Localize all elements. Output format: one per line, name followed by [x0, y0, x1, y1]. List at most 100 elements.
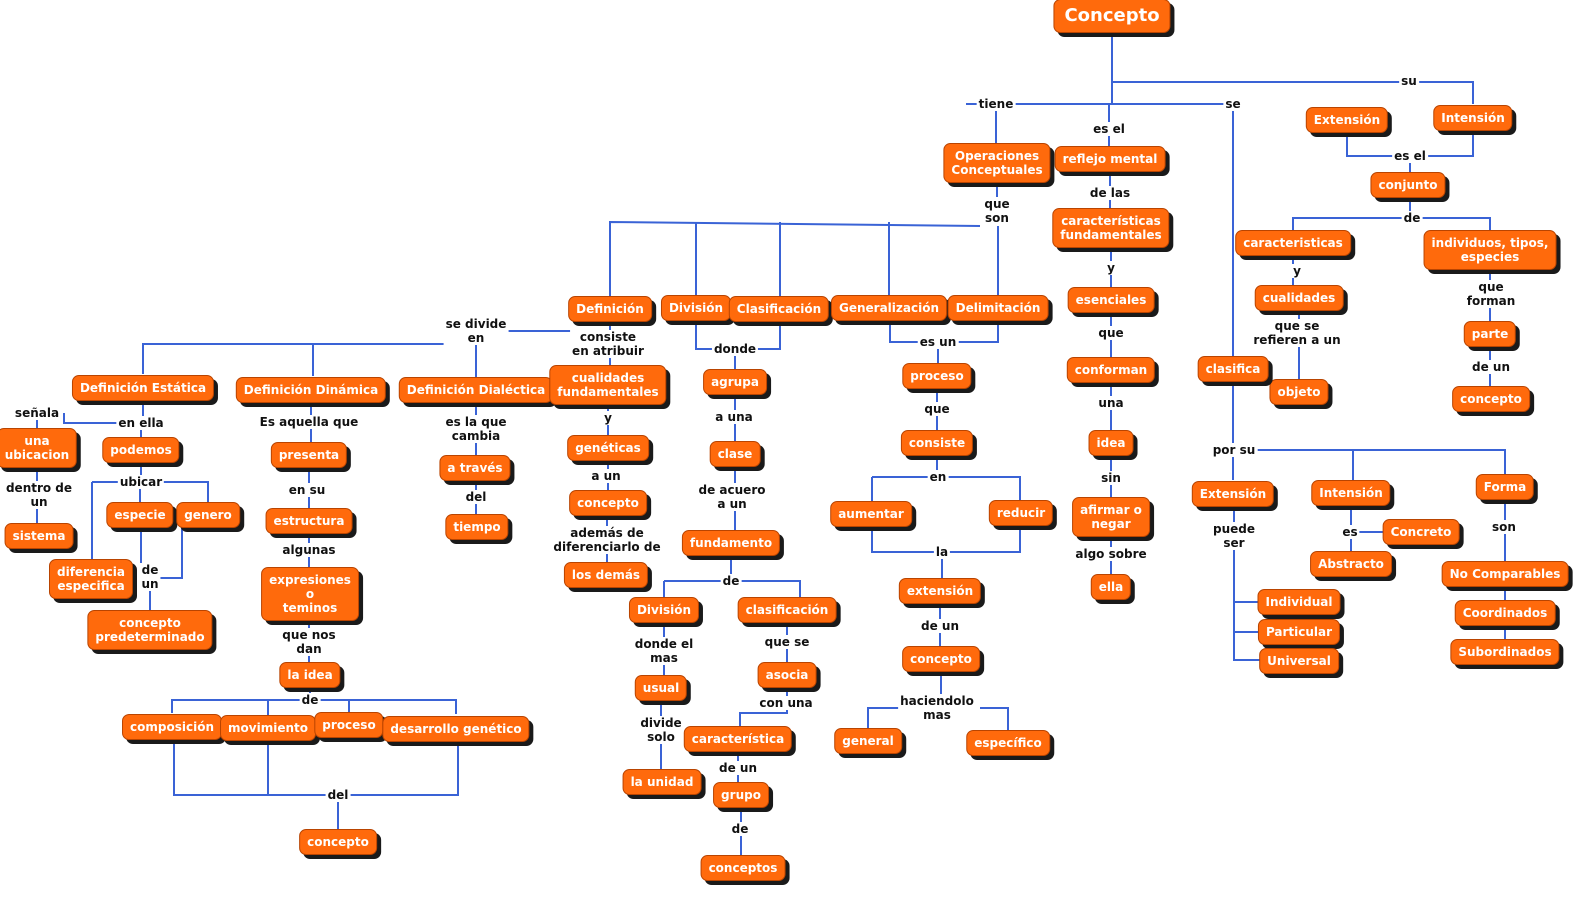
label-es-intension: es	[1340, 525, 1360, 539]
node-universal[interactable]: Universal	[1259, 648, 1339, 674]
node-conjunto[interactable]: conjunto	[1370, 172, 1446, 198]
node-subordinados[interactable]: Subordinados	[1450, 639, 1560, 665]
label-del-tiempo: del	[463, 490, 489, 504]
node-estructura[interactable]: estructura	[265, 508, 353, 534]
node-proceso-dinamica[interactable]: proceso	[314, 712, 384, 738]
node-usual[interactable]: usual	[634, 675, 688, 701]
node-geneticas[interactable]: genéticas	[567, 435, 649, 461]
node-division[interactable]: División	[660, 295, 732, 321]
label-de-un-generalizacion: de un	[919, 619, 961, 633]
node-extension-clasifica[interactable]: Extensión	[1191, 481, 1275, 507]
node-definicion[interactable]: Definición	[568, 296, 652, 322]
node-concepto-parte[interactable]: concepto	[1452, 386, 1530, 412]
label-donde: donde	[711, 342, 759, 356]
node-clase[interactable]: clase	[709, 441, 761, 467]
node-particular[interactable]: Particular	[1257, 619, 1341, 645]
node-intension-top[interactable]: Intensión	[1433, 105, 1513, 131]
label-de-grupo: de	[729, 822, 751, 836]
node-coordinados[interactable]: Coordinados	[1454, 600, 1556, 626]
node-la-idea[interactable]: la idea	[279, 662, 341, 688]
node-caracteristica[interactable]: característica	[683, 726, 793, 752]
node-consiste[interactable]: consiste	[900, 430, 974, 456]
node-cualidades[interactable]: cualidades	[1254, 285, 1344, 311]
node-parte[interactable]: parte	[1463, 321, 1517, 347]
node-definicion-estatica[interactable]: Definición Estática	[71, 375, 215, 401]
label-de-conjunto: de	[1401, 211, 1423, 225]
node-movimiento[interactable]: movimiento	[220, 715, 316, 741]
node-extension-generalizacion[interactable]: extensión	[898, 578, 982, 604]
node-individuos-tipos-especies[interactable]: individuos, tipos,especies	[1423, 230, 1557, 270]
node-idea[interactable]: idea	[1088, 430, 1134, 456]
node-objeto[interactable]: objeto	[1269, 379, 1329, 405]
node-agrupa[interactable]: agrupa	[703, 369, 767, 395]
node-concepto-root[interactable]: Concepto	[1053, 0, 1171, 33]
node-concepto-del[interactable]: concepto	[299, 829, 377, 855]
node-no-comparables[interactable]: No Comparables	[1441, 561, 1569, 587]
node-reflejo-mental[interactable]: reflejo mental	[1054, 146, 1166, 172]
label-con-una: con una	[757, 696, 815, 710]
node-general[interactable]: general	[834, 728, 902, 754]
node-esenciales[interactable]: esenciales	[1067, 287, 1155, 313]
node-delimitacion[interactable]: Delimitación	[947, 295, 1049, 321]
node-especie[interactable]: especie	[106, 502, 174, 528]
node-los-demas[interactable]: los demás	[563, 562, 649, 588]
connector-line	[664, 580, 801, 597]
node-proceso-generalizacion[interactable]: proceso	[902, 363, 972, 389]
connector-line	[867, 707, 900, 728]
node-ella[interactable]: ella	[1090, 574, 1132, 600]
node-genero[interactable]: genero	[176, 502, 240, 528]
node-definicion-dinamica[interactable]: Definición Dinámica	[235, 377, 387, 403]
node-clasificacion-2[interactable]: clasificación	[737, 597, 837, 623]
node-reducir[interactable]: reducir	[988, 500, 1054, 526]
node-especifico[interactable]: específico	[966, 730, 1050, 756]
node-fundamento[interactable]: fundamento	[681, 530, 781, 556]
connector-line	[63, 402, 144, 424]
node-concepto-definicion[interactable]: concepto	[569, 490, 647, 516]
node-definicion-dialectica[interactable]: Definición Dialéctica	[398, 377, 554, 403]
node-caracteristicas[interactable]: caracteristicas	[1235, 230, 1351, 256]
node-intension-clasifica[interactable]: Intensión	[1311, 480, 1391, 506]
node-clasifica[interactable]: clasifica	[1197, 356, 1269, 382]
node-abstracto[interactable]: Abstracto	[1310, 551, 1392, 577]
node-conceptos[interactable]: conceptos	[700, 855, 786, 881]
node-asocia[interactable]: asocia	[757, 662, 817, 688]
node-individual[interactable]: Individual	[1257, 589, 1341, 615]
node-presenta[interactable]: presenta	[270, 442, 348, 468]
node-tiempo[interactable]: tiempo	[445, 514, 509, 540]
node-generalizacion[interactable]: Generalización	[830, 295, 948, 321]
node-extension-top[interactable]: Extensión	[1305, 107, 1389, 133]
node-forma[interactable]: Forma	[1475, 474, 1535, 500]
node-division-2[interactable]: División	[628, 597, 700, 623]
label-sin: sin	[1099, 471, 1123, 485]
node-desarrollo-genetico[interactable]: desarrollo genético	[382, 716, 530, 742]
node-clasificacion[interactable]: Clasificación	[728, 296, 830, 322]
node-sistema[interactable]: sistema	[4, 523, 74, 549]
node-podemos[interactable]: podemos	[102, 437, 180, 463]
node-aumentar[interactable]: aumentar	[830, 501, 912, 527]
node-composicion[interactable]: composición	[122, 714, 222, 740]
node-conforman[interactable]: conforman	[1066, 357, 1156, 383]
node-a-traves[interactable]: a través	[439, 455, 511, 481]
node-la-unidad[interactable]: la unidad	[622, 769, 702, 795]
node-concreto[interactable]: Concreto	[1382, 519, 1460, 545]
node-grupo[interactable]: grupo	[713, 782, 769, 808]
node-concepto-generalizacion[interactable]: concepto	[902, 646, 980, 672]
label-que-se-2: que se	[762, 635, 812, 649]
label-y-3: y	[602, 411, 614, 425]
